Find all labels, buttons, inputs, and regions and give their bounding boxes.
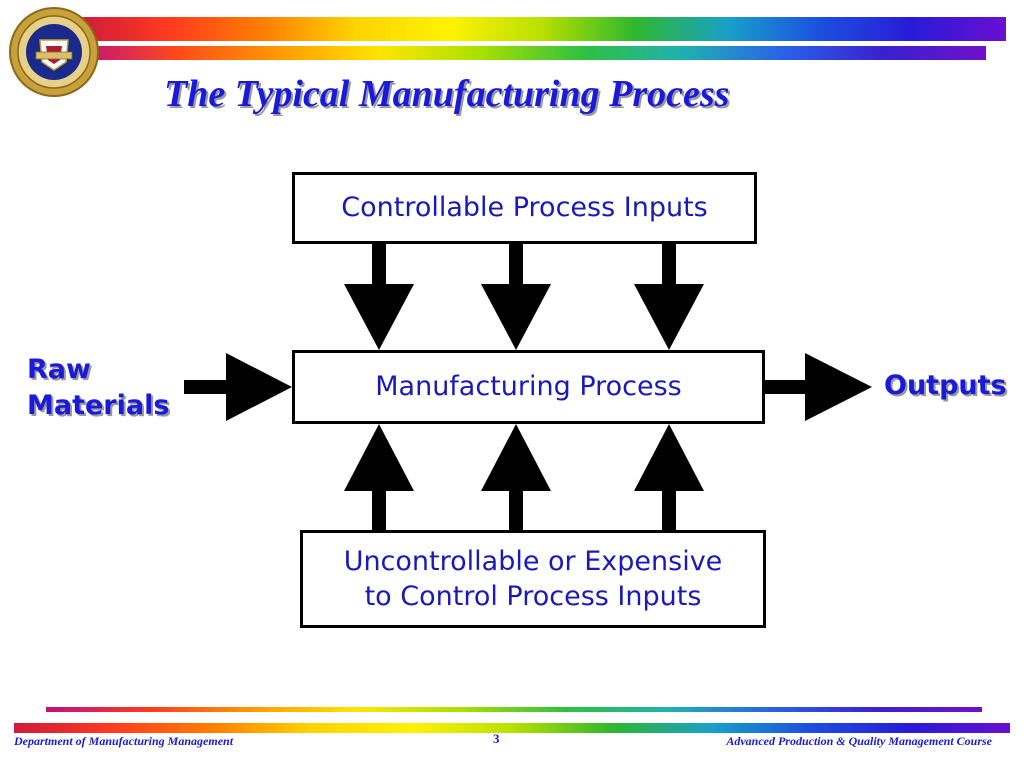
header-rainbow-bar [78, 17, 1006, 41]
raw-materials-line1: Raw [27, 354, 91, 385]
down-arrow-1 [344, 244, 414, 350]
input-arrow [184, 353, 292, 421]
uncontrollable-inputs-line1: Uncontrollable or Expensive [343, 545, 723, 577]
header-rainbow-bar-secondary [78, 46, 986, 60]
footer-rainbow-rule [46, 707, 982, 712]
output-arrow [765, 353, 872, 421]
department-seal-icon [9, 7, 99, 97]
controllable-inputs-box: Controllable Process Inputs [292, 172, 757, 244]
manufacturing-process-label: Manufacturing Process [375, 371, 682, 403]
footer-course: Advanced Production & Quality Management… [726, 734, 992, 748]
up-arrow-3 [634, 424, 704, 530]
footer-rainbow-bar [14, 723, 1010, 733]
uncontrollable-inputs-box: Uncontrollable or Expensive to Control P… [300, 530, 766, 628]
up-arrow-1 [344, 424, 414, 530]
uncontrollable-inputs-line2: to Control Process Inputs [364, 581, 702, 612]
down-arrow-3 [634, 244, 704, 350]
controllable-inputs-label: Controllable Process Inputs [341, 192, 708, 224]
manufacturing-process-box: Manufacturing Process [292, 350, 765, 424]
raw-materials-line2: Materials [27, 390, 170, 422]
page-number: 3 [493, 731, 500, 746]
up-arrow-2 [481, 424, 551, 530]
page-title: The Typical Manufacturing Process [164, 73, 730, 115]
outputs-label: Outputs [884, 370, 1007, 401]
down-arrow-2 [481, 244, 551, 350]
raw-materials-label: Raw Materials [27, 352, 169, 425]
footer-department: Department of Manufacturing Management [14, 734, 234, 748]
